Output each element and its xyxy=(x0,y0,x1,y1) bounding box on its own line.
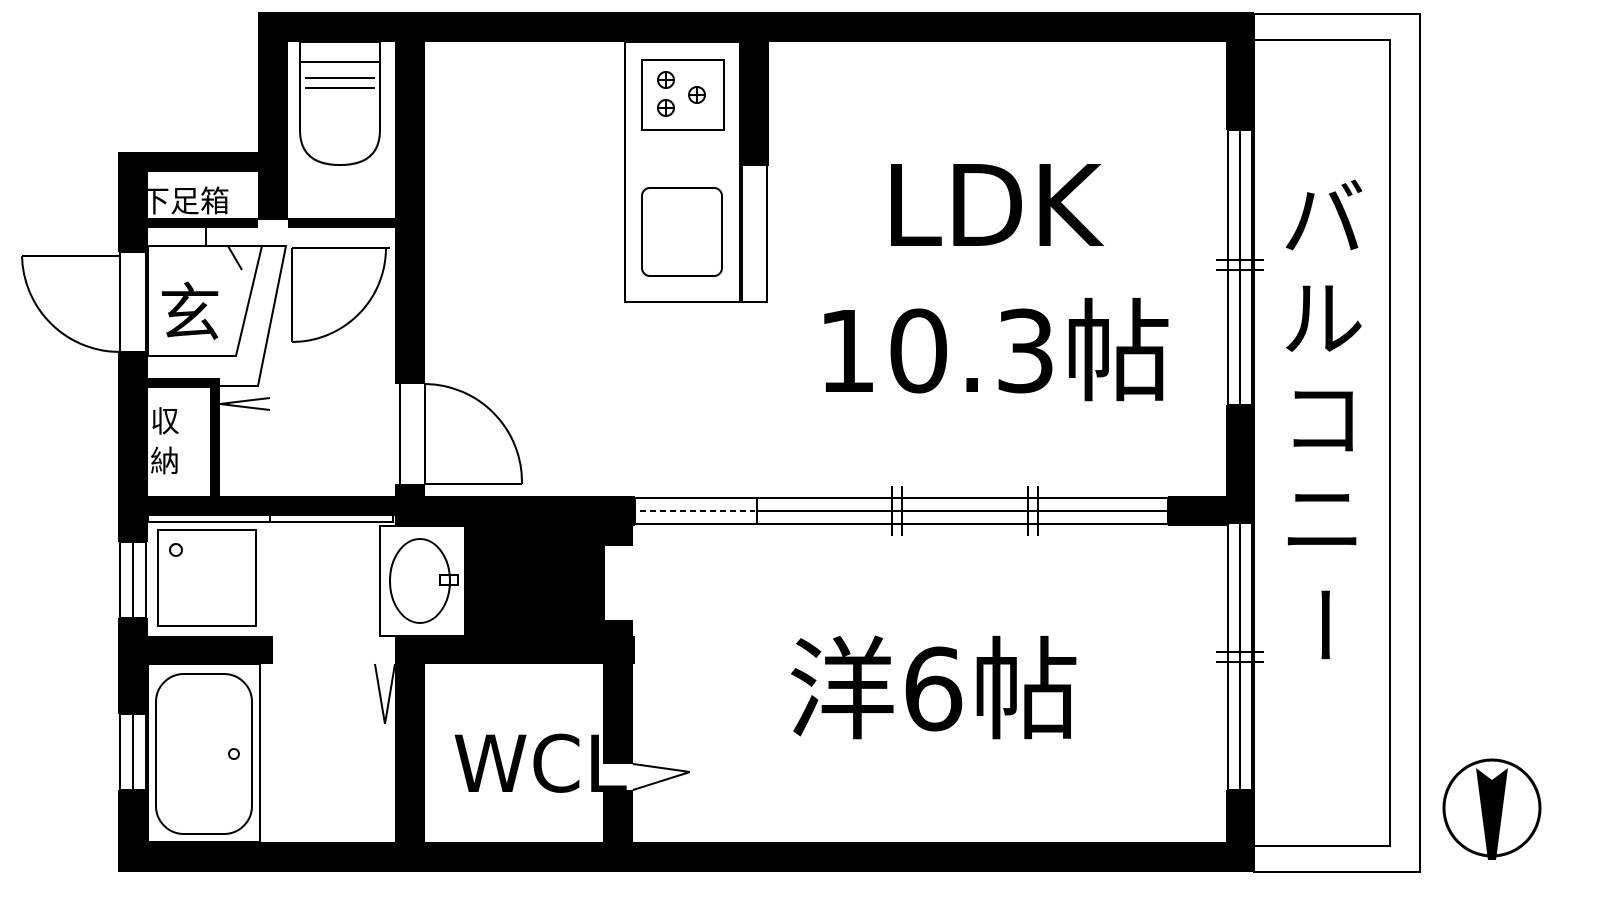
storage-label-1: 収 xyxy=(150,405,180,440)
sliding-door-washroom xyxy=(147,507,394,523)
shoe-box-label: 下足箱 xyxy=(140,185,230,220)
entrance-step xyxy=(147,228,288,387)
western-room-label: 洋6帖 xyxy=(786,627,1081,757)
ldk-door xyxy=(399,383,524,485)
bathtub-icon xyxy=(147,663,261,843)
storage-label-2: 納 xyxy=(150,445,180,480)
balcony-char: コ xyxy=(1280,371,1366,471)
ldk-name: LDK xyxy=(880,143,1105,273)
balcony xyxy=(1253,13,1421,873)
washbasin-icon xyxy=(379,525,466,637)
windows xyxy=(119,129,1264,791)
kitchen-sink-icon xyxy=(641,187,723,277)
bathroom-door xyxy=(259,663,396,842)
balcony-char: ニ xyxy=(1280,471,1366,571)
outer-walls xyxy=(118,12,1254,872)
entrance-label: 玄 xyxy=(158,278,222,352)
kitchen-counter xyxy=(624,41,769,303)
storage-door xyxy=(219,397,271,411)
wcl-label: WCL xyxy=(452,721,628,811)
wcl-door xyxy=(632,763,691,791)
balcony-char: ー xyxy=(1272,582,1372,668)
gas-stove-icon xyxy=(641,59,725,131)
balcony-label: バ ル コ ニ ー xyxy=(1272,171,1372,668)
balcony-char: バ xyxy=(1280,171,1366,271)
north-arrow-icon xyxy=(1442,758,1542,860)
balcony-char: ル xyxy=(1280,271,1366,371)
washing-machine-pan-icon xyxy=(157,529,257,627)
interior-walls xyxy=(148,42,1228,850)
entrance-door xyxy=(21,255,121,353)
toilet-door xyxy=(291,247,390,343)
toilet-icon xyxy=(299,41,381,167)
sliding-door-western xyxy=(634,486,1169,536)
ldk-size: 10.3帖 xyxy=(812,289,1173,419)
